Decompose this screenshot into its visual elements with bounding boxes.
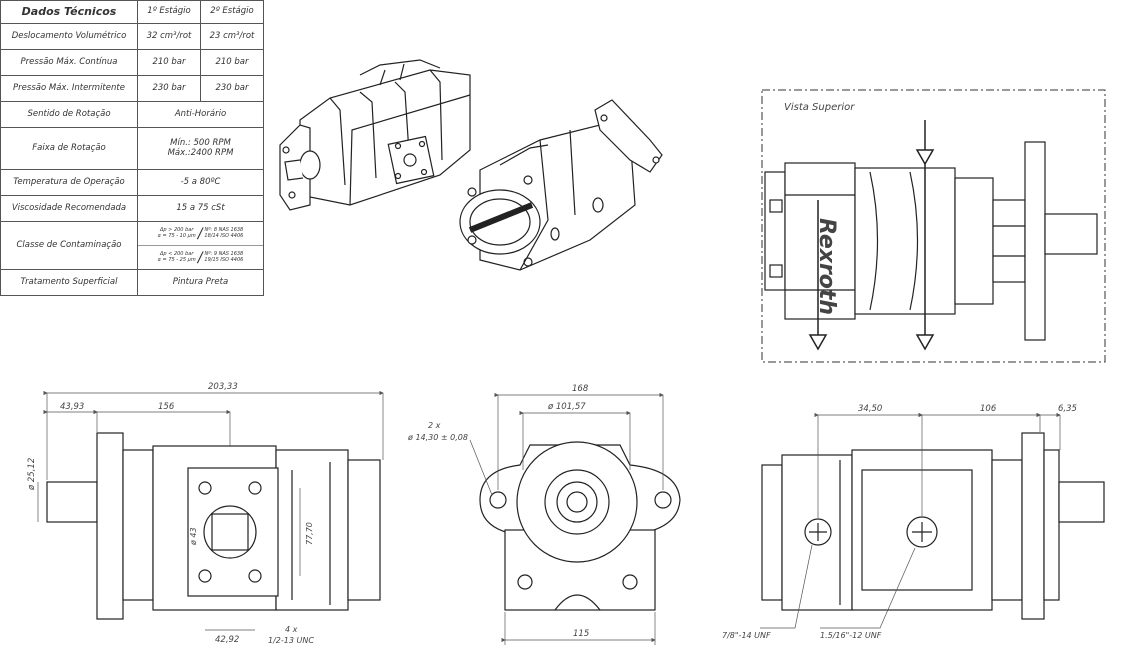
spec-row: Faixa de Rotação Mín.: 500 RPM Máx.:2400… xyxy=(0,127,264,170)
spec-row: Deslocamento Volumétrico 32 cm³/rot 23 c… xyxy=(0,23,264,50)
dim-holes-diameter: ø 14,30 ± 0,08 xyxy=(407,433,468,442)
spec-param: Deslocamento Volumétrico xyxy=(0,23,138,50)
spec-value-merged: Mín.: 500 RPM Máx.:2400 RPM xyxy=(137,127,264,170)
dim-pilot-diameter: ø 101,57 xyxy=(547,402,586,412)
dim-side-b: 106 xyxy=(980,404,997,414)
dim-bolt-thread: 1/2-13 UNC xyxy=(268,636,314,645)
rotation-max: Máx.:2400 RPM xyxy=(167,147,234,158)
slash-separator: / xyxy=(197,249,203,266)
dim-port-diameter: ø 43 xyxy=(189,527,198,546)
contamination-text: 18/14 ISO 4406 xyxy=(204,232,244,239)
spec-row: Tratamento Superficial Pintura Preta xyxy=(0,269,264,296)
spec-param: Pressão Máx. Contínua xyxy=(0,49,138,76)
contamination-text: 19/15 ISO 4406 xyxy=(204,256,244,263)
spec-row: Pressão Máx. Contínua 210 bar 210 bar xyxy=(0,49,264,76)
side-view xyxy=(761,432,1105,620)
spec-row: Pressão Máx. Intermitente 230 bar 230 ba… xyxy=(0,75,264,102)
spec-value-stage2: 230 bar xyxy=(200,75,264,102)
side-view-dimensions xyxy=(760,412,1061,629)
dim-bolt-offset: 42,92 xyxy=(215,635,239,645)
spec-value-stage1: 210 bar xyxy=(137,49,201,76)
dim-flange-to-stage: 156 xyxy=(158,402,175,412)
dim-shaft-diameter: ø 25,12 xyxy=(27,458,37,491)
spec-param: Viscosidade Recomendada xyxy=(0,195,138,222)
spec-table: Dados Técnicos 1º Estágio 2º Estágio Des… xyxy=(0,0,264,296)
flow-arrows xyxy=(808,120,935,351)
contamination-text: Δp > 200 bar xyxy=(159,227,194,234)
spec-header-stage1: 1º Estágio xyxy=(137,0,201,24)
spec-param: Tratamento Superficial xyxy=(0,269,138,296)
isometric-view-left xyxy=(279,59,471,211)
rotation-min: Mín.: 500 RPM xyxy=(170,138,231,149)
dim-bolt-count: 4 x xyxy=(285,625,298,634)
dim-flange-width: 168 xyxy=(572,384,589,394)
spec-value-stage1: 32 cm³/rot xyxy=(137,23,201,50)
spec-param: Sentido de Rotação xyxy=(0,101,138,128)
dim-base-width: 115 xyxy=(573,629,589,639)
spec-value-merged: Anti-Horário xyxy=(137,101,264,128)
rexroth-logo: Rexroth xyxy=(814,218,839,315)
contamination-text: α = 75 - 10 µm xyxy=(157,232,196,239)
contamination-text: α = 75 - 25 µm xyxy=(157,256,196,263)
dim-side-c: 6,35 xyxy=(1058,404,1077,414)
spec-header-row: Dados Técnicos 1º Estágio 2º Estágio xyxy=(0,0,264,24)
dim-side-a: 34,50 xyxy=(858,404,882,414)
contamination-text: Δp < 200 bar xyxy=(159,251,194,258)
dim-overall-length: 203,33 xyxy=(208,382,238,392)
spec-header-stage2: 2º Estágio xyxy=(200,0,264,24)
spec-row: Temperatura de Operação -5 a 80ºC xyxy=(0,169,264,196)
dim-port-spacing: 77,70 xyxy=(305,522,314,545)
dim-port-small: 7/8"-14 UNF xyxy=(722,631,771,640)
dim-holes-count: 2 x xyxy=(428,421,441,430)
top-view: Vista Superior Rexroth xyxy=(761,89,1106,363)
spec-param: Pressão Máx. Intermitente xyxy=(0,75,138,102)
spec-param: Temperatura de Operação xyxy=(0,169,138,196)
isometric-view-right xyxy=(459,99,663,271)
contamination-text: Nº: 8 NAS 1638 xyxy=(204,227,244,234)
spec-value-stage1: 230 bar xyxy=(137,75,201,102)
spec-param: Classe de Contaminação xyxy=(0,221,138,270)
dim-port-large: 1.5/16"-12 UNF xyxy=(820,631,882,640)
spec-value-stage2: 210 bar xyxy=(200,49,264,76)
spec-value-merged: -5 a 80ºC xyxy=(137,169,264,196)
front-view xyxy=(46,432,381,620)
top-view-title: Vista Superior xyxy=(784,102,855,113)
spec-header-param: Dados Técnicos xyxy=(0,0,138,24)
dim-shaft-length: 43,93 xyxy=(60,402,84,412)
spec-value-merged: Pintura Preta xyxy=(137,269,264,296)
end-view xyxy=(479,441,681,611)
spec-value-merged: 15 a 75 cSt xyxy=(137,195,264,222)
spec-row: Viscosidade Recomendada 15 a 75 cSt xyxy=(0,195,264,222)
contamination-text: Nº: 9 NAS 1638 xyxy=(204,251,244,258)
end-view-dimensions xyxy=(469,392,664,645)
spec-value-stage2: 23 cm³/rot xyxy=(200,23,264,50)
spec-param: Faixa de Rotação xyxy=(0,127,138,170)
spec-row: Sentido de Rotação Anti-Horário xyxy=(0,101,264,128)
front-view-dimensions xyxy=(37,390,384,631)
slash-separator: / xyxy=(197,225,203,242)
